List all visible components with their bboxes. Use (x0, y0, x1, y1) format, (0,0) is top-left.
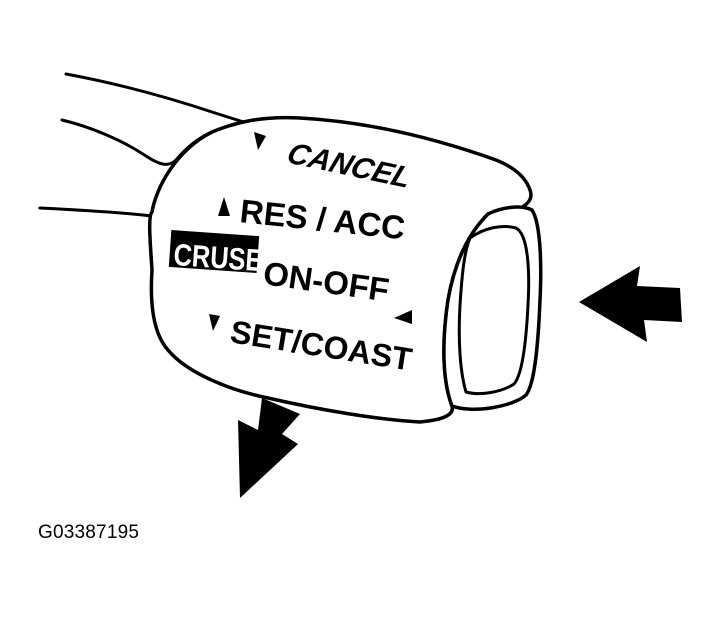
figure-id: G03387195 (38, 522, 140, 543)
cruise-label-box (168, 229, 260, 274)
set-coast-arrow-icon (209, 314, 220, 331)
stalk-bottom-edge (38, 206, 154, 218)
pull-down-arrow-icon (238, 398, 300, 498)
res-acc-arrow-icon (218, 197, 230, 216)
push-arrow-icon (579, 266, 682, 342)
cruise-label: CRUSE (172, 238, 263, 279)
cancel-arrow-icon (254, 132, 266, 150)
end-button-inner (457, 224, 531, 396)
on-off-arrow-icon (394, 310, 412, 324)
